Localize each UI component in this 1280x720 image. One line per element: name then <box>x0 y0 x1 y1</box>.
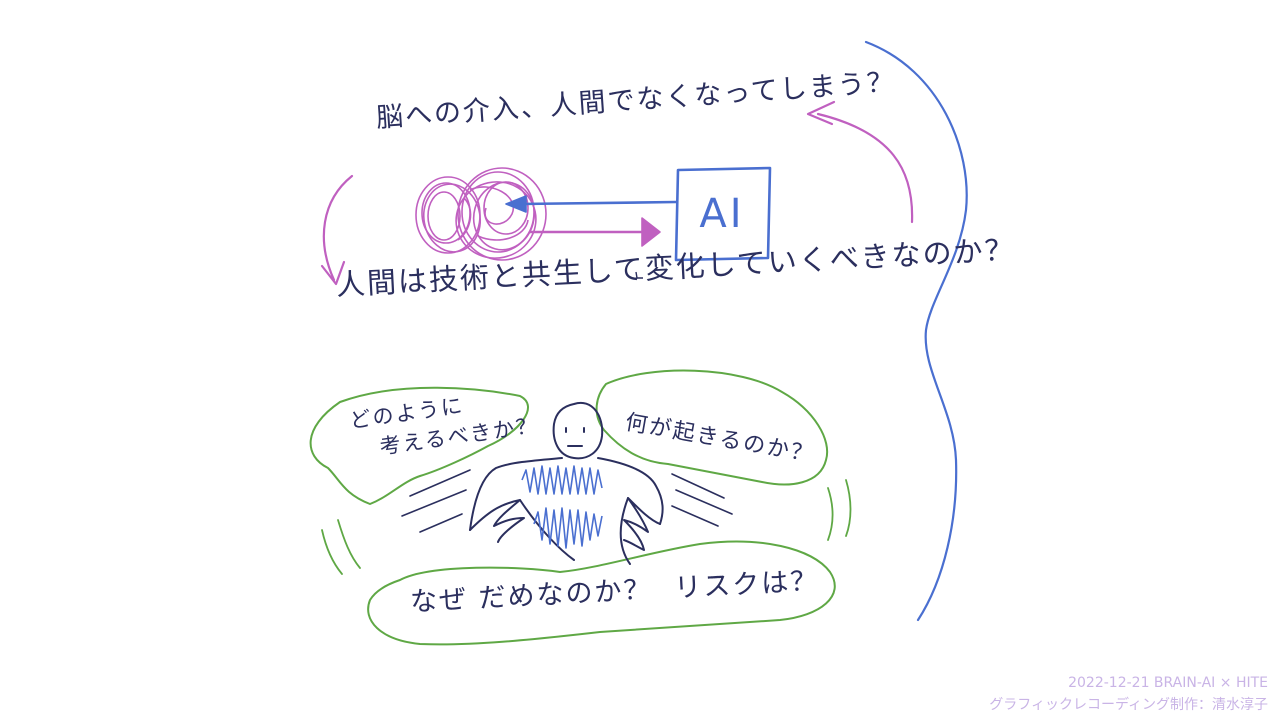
cloud-bubble-right <box>595 369 829 486</box>
cloud-bubble-left <box>309 386 529 505</box>
brain-scribble-icon <box>415 167 547 261</box>
brainwave-zigzag-top <box>521 465 603 495</box>
brainwave-zigzag-bottom <box>533 507 603 549</box>
person-arms-right <box>623 497 661 551</box>
motion-lines-left <box>321 519 361 575</box>
credit-author: グラフィックレコーディング制作：清水淳子 <box>989 697 1268 713</box>
speed-lines-right <box>671 473 733 527</box>
question-risk: リスクは？ <box>673 565 821 605</box>
cycle-arrow-right-head <box>806 100 836 126</box>
person-head <box>552 401 604 460</box>
person-body <box>469 457 664 531</box>
credit-event: 2022-12-21 BRAIN-AI × HITE <box>1068 675 1268 691</box>
blue-divider-curve <box>864 40 968 622</box>
speed-lines-left <box>401 469 471 533</box>
ai-to-brain-arrowhead <box>505 195 527 213</box>
ai-box-border <box>674 166 772 262</box>
cloud-bubble-bottom <box>367 540 836 646</box>
cycle-arrow-left-head <box>320 260 346 286</box>
cycle-arrow-right <box>816 112 914 224</box>
ai-to-brain-arrow <box>518 200 678 206</box>
tick-mark <box>635 271 643 279</box>
ai-label: AI <box>699 191 745 237</box>
motion-lines-right <box>827 479 852 541</box>
brain-to-ai-arrowhead <box>641 217 661 247</box>
cycle-arrow-left <box>322 174 354 282</box>
person-arms-left <box>469 499 525 543</box>
